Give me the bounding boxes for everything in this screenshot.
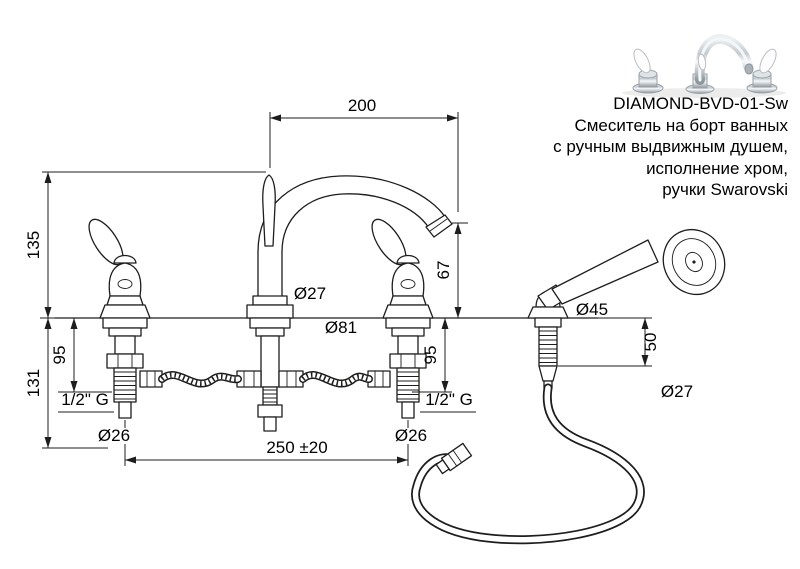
dim-d27-hose-label: Ø27: [661, 382, 693, 401]
shower-handle: [551, 239, 659, 305]
shower-hose: [411, 383, 645, 545]
dim-d27-center-label: Ø27: [294, 284, 326, 303]
photo-left-handle: [632, 48, 664, 94]
product-desc-line-3: исполнение хром,: [646, 158, 788, 178]
dim-67-label: 67: [434, 261, 453, 280]
dim-135-label: 135: [24, 231, 43, 259]
dimension-lines: [40, 112, 652, 466]
spout-aerator: [425, 214, 453, 238]
hose-end-fitting: [435, 442, 473, 475]
dim-d81-label: Ø81: [325, 318, 357, 337]
thread-left-label: 1/2" G: [61, 390, 109, 409]
product-desc-line-2: с ручным выдвижным душем,: [553, 137, 788, 156]
left-valve: [102, 317, 163, 419]
dim-95-left-label: 95: [50, 346, 69, 365]
shower-head: [662, 228, 726, 296]
braided-hose-right: [299, 371, 373, 388]
left-handle: [88, 218, 151, 319]
dim-131-label: 131: [24, 369, 43, 397]
product-code: DIAMOND-BVD-01-Sw: [613, 94, 788, 113]
spout: [246, 174, 453, 319]
right-handle: [371, 218, 434, 319]
product-desc-line-1: Смеситель на борт ванных: [574, 115, 788, 135]
dim-50-label: 50: [641, 333, 660, 352]
diverter-knob: [262, 174, 276, 247]
dim-d26-right-label: Ø26: [395, 426, 427, 445]
dim-200-label: 200: [348, 96, 376, 115]
label-backdrop: [387, 428, 435, 444]
product-photo: [622, 34, 786, 98]
dim-d45-label: Ø45: [576, 300, 608, 319]
braided-hose-left: [158, 371, 242, 388]
photo-spout: [685, 34, 754, 94]
product-desc-line-4: ручки Swarovski: [662, 180, 788, 199]
right-valve: [367, 317, 431, 419]
center-body: [236, 317, 304, 432]
dimension-labels: 200 135 131 95 95 67 Ø27 Ø81 Ø45 50 Ø27 …: [24, 96, 693, 457]
dim-d26-left-label: Ø26: [98, 426, 130, 445]
drawing: 200 135 131 95 95 67 Ø27 Ø81 Ø45 50 Ø27 …: [24, 96, 726, 545]
title-block: DIAMOND-BVD-01-Sw Смеситель на борт ванн…: [410, 93, 788, 201]
holder-flange: [527, 306, 569, 319]
hand-shower: [527, 228, 726, 389]
dim-250-label: 250 ±20: [266, 438, 327, 457]
thread-right-label: 1/2" G: [425, 390, 473, 409]
photo-right-handle: [746, 48, 778, 94]
label-backdrop: [90, 428, 138, 444]
dim-95-right-label: 95: [421, 346, 440, 365]
